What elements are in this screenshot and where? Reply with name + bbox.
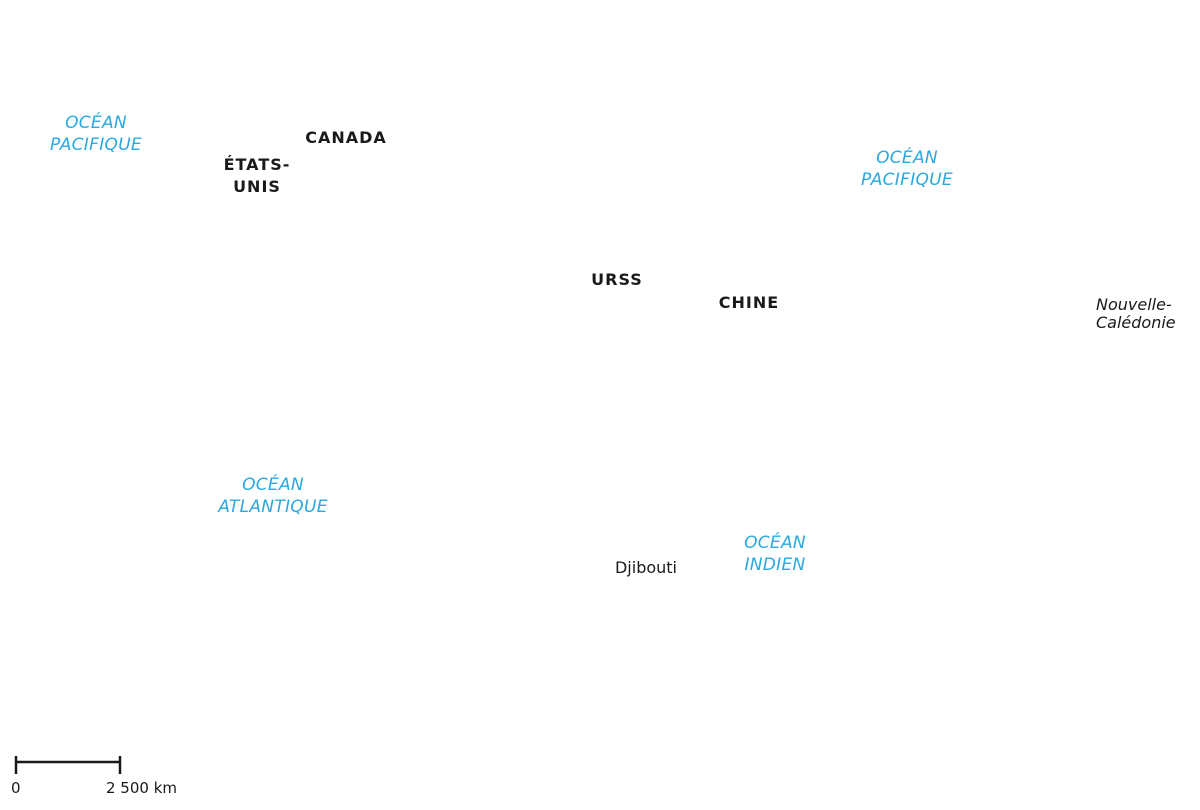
country-label-usa: ÉTATS- UNIS [223,155,291,196]
scale-label-zero: 0 [11,779,21,797]
scale-bar: 0 2 500 km [11,756,184,802]
country-label-china: CHINE [718,293,780,312]
scale-bar-line [14,756,122,774]
ocean-label-pacific-west: OCÉAN PACIFIQUE [50,113,142,155]
ocean-label-indian: OCÉAN INDIEN [744,533,806,575]
ocean-label-atlantic: OCÉAN ATLANTIQUE [218,475,328,517]
country-label-canada: CANADA [305,128,387,147]
scale-label-distance: 2 500 km [106,779,178,797]
place-label-djibouti: Djibouti [614,558,677,577]
country-label-ussr: URSS [591,270,643,289]
ocean-label-pacific-east: OCÉAN PACIFIQUE [861,148,953,190]
place-label-new-caledonia: Nouvelle- Calédonie [1096,295,1176,332]
